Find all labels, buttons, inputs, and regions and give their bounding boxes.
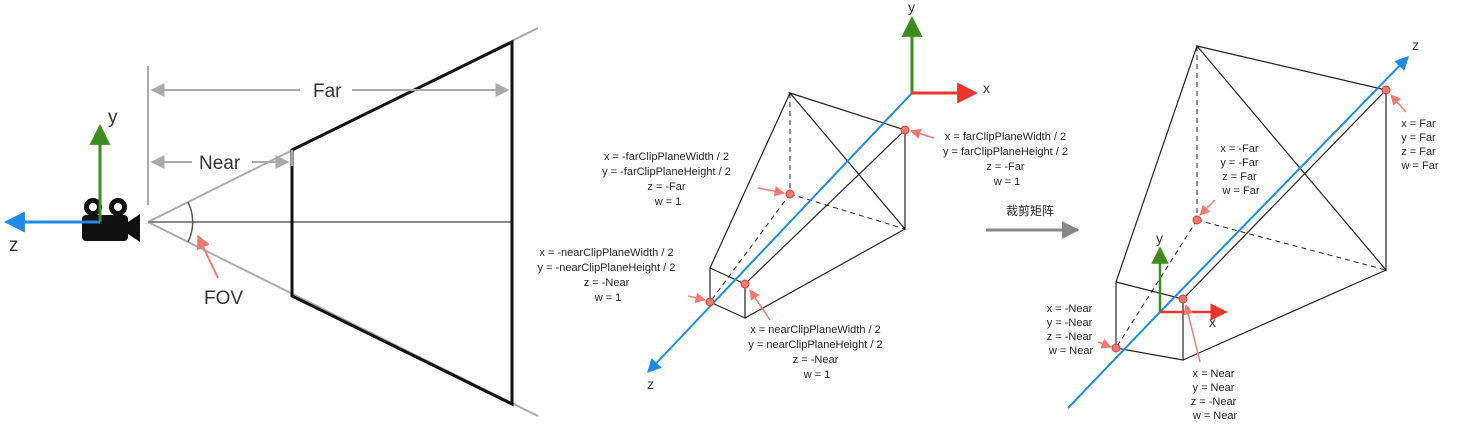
coord-line: w = 1 bbox=[594, 292, 622, 304]
coord-line: z = -Far bbox=[986, 161, 1025, 173]
clip-near-bottom-coords: x = Near y = Near z = -Near w = Near bbox=[1191, 368, 1240, 422]
corner-marker bbox=[705, 297, 715, 307]
coord-line: x = -Near bbox=[1047, 303, 1093, 315]
coord-line: w = 1 bbox=[993, 176, 1021, 188]
corner-marker bbox=[1178, 294, 1188, 304]
far-top-left-coords: x = -farClipPlaneWidth / 2 y = -farClipP… bbox=[602, 151, 734, 208]
coord-line: x = Near bbox=[1193, 368, 1235, 380]
frustum-edge bbox=[744, 228, 906, 319]
coord-line: w = Near bbox=[1048, 345, 1094, 357]
pointer-arrow bbox=[749, 289, 771, 321]
coord-line: z = -Near bbox=[1191, 396, 1237, 408]
frustum-near-face bbox=[709, 267, 746, 319]
coord-line: w = 1 bbox=[803, 369, 831, 381]
corner-marker bbox=[1111, 343, 1121, 353]
coord-line: z = Far bbox=[1401, 146, 1436, 158]
coord-line: w = Far bbox=[1401, 160, 1439, 172]
far-right-coords: x = farClipPlaneWidth / 2 y = farClipPla… bbox=[943, 131, 1071, 188]
side-view-panel: Far Near FOV y z bbox=[3, 27, 539, 417]
pointer-arrow bbox=[1390, 94, 1407, 113]
pointer-arrow bbox=[687, 292, 707, 303]
corner-marker bbox=[900, 125, 910, 135]
clip-space-panel: z y x x = Far y = Far z = Far w = Far x … bbox=[1047, 37, 1439, 422]
clip-x-label: x bbox=[1209, 314, 1216, 330]
coord-line: w = 1 bbox=[654, 196, 682, 208]
frustum-hidden-edge bbox=[709, 193, 791, 303]
side-z-label: z bbox=[9, 235, 19, 256]
coord-line: w = Far bbox=[1222, 185, 1260, 197]
coord-line: z = -Far bbox=[647, 181, 686, 193]
clip-matrix-transform: 裁剪矩阵 bbox=[986, 203, 1080, 239]
coord-line: x = Far bbox=[1401, 118, 1436, 130]
coord-line: x = -Far bbox=[1220, 143, 1259, 155]
frustum-z-axis bbox=[647, 92, 913, 374]
frustum-y-label: y bbox=[908, 0, 915, 15]
clip-edge bbox=[1115, 45, 1198, 283]
coord-line: z = Far bbox=[1222, 171, 1257, 183]
clip-far-face bbox=[1195, 45, 1387, 272]
side-y-label: y bbox=[108, 107, 118, 128]
coord-line: y = farClipPlaneHeight / 2 bbox=[943, 146, 1068, 158]
camera-icon bbox=[82, 198, 140, 242]
clip-near-left-coords: x = -Near y = -Near z = -Near w = Near bbox=[1047, 303, 1096, 357]
clip-far-inner-coords: x = -Far y = -Far z = Far w = Far bbox=[1220, 143, 1261, 197]
frustum-edge bbox=[709, 92, 791, 269]
coord-line: y = -farClipPlaneHeight / 2 bbox=[602, 166, 731, 178]
pointer-arrow bbox=[1183, 303, 1201, 363]
clip-far-right-coords: x = Far y = Far z = Far w = Far bbox=[1401, 118, 1439, 172]
near-left-coords: x = -nearClipPlaneWidth / 2 y = -nearCli… bbox=[538, 247, 679, 304]
pointer-arrow bbox=[1199, 199, 1216, 216]
clip-hidden-edge bbox=[1115, 219, 1198, 349]
coord-line: w = Near bbox=[1192, 410, 1238, 422]
fov-pointer bbox=[197, 234, 219, 279]
corner-marker bbox=[1192, 215, 1202, 225]
near-label: Near bbox=[199, 153, 241, 174]
coord-line: y = Far bbox=[1401, 132, 1436, 144]
corner-marker bbox=[1381, 85, 1391, 95]
far-label: Far bbox=[313, 81, 342, 102]
corner-marker bbox=[740, 279, 750, 289]
fov-label: FOV bbox=[204, 288, 243, 309]
coord-line: y = nearClipPlaneHeight / 2 bbox=[748, 339, 882, 351]
frustum-side-outline bbox=[290, 39, 514, 407]
frustum-panel: y x z x = -farClipPlaneWidth / 2 y = -fa… bbox=[538, 0, 1071, 392]
coord-line: y = -Near bbox=[1047, 317, 1093, 329]
clip-z-axis-back bbox=[1067, 311, 1161, 409]
corner-marker bbox=[785, 189, 795, 199]
pointer-arrow bbox=[757, 186, 786, 197]
coord-line: y = Near bbox=[1193, 382, 1235, 394]
near-bottom-coords: x = nearClipPlaneWidth / 2 y = nearClipP… bbox=[748, 324, 885, 381]
clip-z-label: z bbox=[1412, 37, 1419, 53]
coord-line: z = -Near bbox=[793, 354, 839, 366]
coord-line: z = -Near bbox=[584, 277, 630, 289]
pointer-arrow bbox=[909, 128, 935, 139]
frustum-edge bbox=[744, 129, 906, 285]
clip-z-axis bbox=[1159, 55, 1409, 313]
frustum-z-label: z bbox=[647, 376, 654, 392]
fov-arc bbox=[187, 201, 194, 243]
coord-line: x = nearClipPlaneWidth / 2 bbox=[750, 324, 881, 336]
clip-edge bbox=[1182, 269, 1387, 361]
frustum-hidden-edge bbox=[789, 193, 906, 230]
coord-line: y = -Far bbox=[1220, 157, 1259, 169]
clip-matrix-label: 裁剪矩阵 bbox=[1006, 203, 1054, 218]
frustum-x-label: x bbox=[983, 80, 990, 96]
coord-line: x = -nearClipPlaneWidth / 2 bbox=[539, 247, 673, 259]
coord-line: x = farClipPlaneWidth / 2 bbox=[945, 131, 1066, 143]
coord-line: x = -farClipPlaneWidth / 2 bbox=[604, 151, 729, 163]
clip-edge bbox=[1182, 89, 1387, 300]
coord-line: y = -nearClipPlaneHeight / 2 bbox=[538, 262, 676, 274]
clip-hidden-edge bbox=[1196, 219, 1387, 271]
clip-y-label: y bbox=[1156, 230, 1163, 246]
coord-line: z = -Near bbox=[1047, 331, 1093, 343]
pointer-arrow bbox=[1097, 338, 1112, 349]
